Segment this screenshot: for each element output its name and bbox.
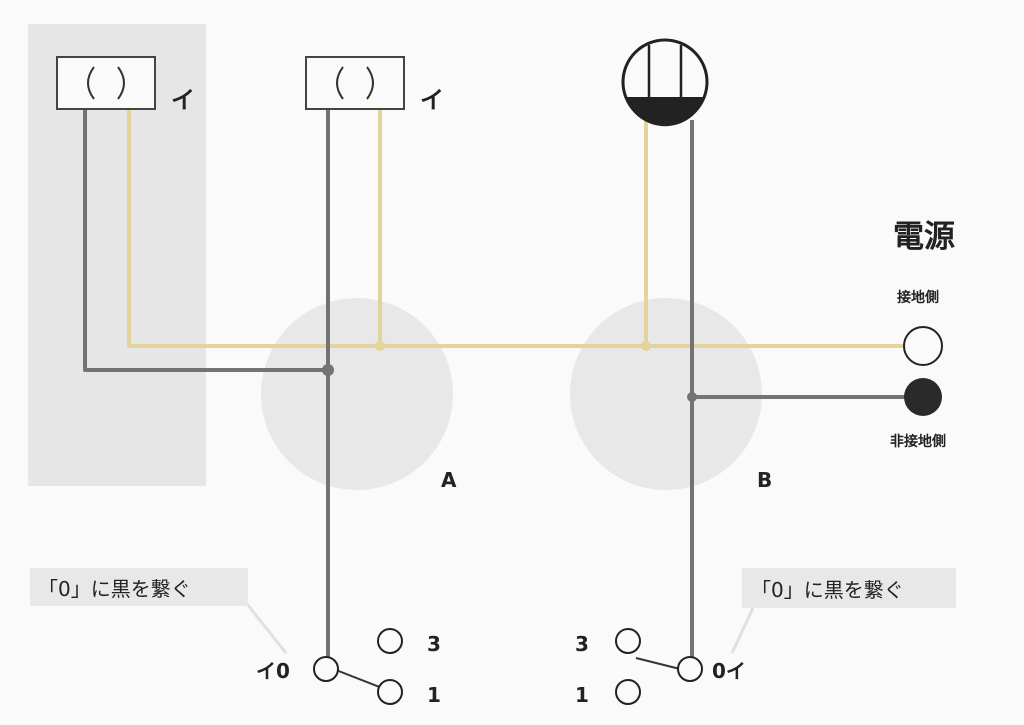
switch-left-common-label: イ0 [256,659,290,683]
power-title: 電源 [893,219,955,255]
black-wire-outlet1 [83,110,328,372]
connection-dot-b-white [641,341,651,351]
switch-left-terminal-1 [377,679,403,705]
lamp-icon [621,38,709,127]
outlet-2-label: イ [420,86,444,114]
junction-b-label: B [757,468,772,492]
grounded-side-label: 接地側 [897,289,939,306]
switch-left-terminal-3-label: 3 [427,632,441,656]
black-wires [83,110,905,657]
grounded-terminal [903,326,943,366]
connection-dot-a-white [375,341,385,351]
non-grounded-terminal [904,378,942,416]
non-grounded-side-label: 非接地側 [890,433,946,450]
outlet-1-label: イ [171,86,195,114]
note-right-pointer [730,607,755,654]
junction-box-a [261,298,453,490]
note-left-text: 「0」に黒を繋ぐ [38,577,191,601]
switch-right-terminal-3 [615,628,641,654]
outlet-1-icon [56,56,156,110]
switch-left-lever [335,669,383,689]
switch-right-common-terminal [677,656,703,682]
switch-left-terminal-3 [377,628,403,654]
junction-box-b [570,298,762,490]
outlet-2-icon [305,56,405,110]
switch-left-common-terminal [313,656,339,682]
switch-left-terminal-1-label: 1 [427,683,441,707]
note-left-box [30,568,248,606]
note-right-text: 「0」に黒を繋ぐ [751,578,904,602]
switch-left [313,628,403,705]
switch-right [615,628,703,705]
note-left-pointer [245,603,288,654]
switch-right-common-label: 0イ [712,659,746,683]
switch-right-terminal-1-label: 1 [575,683,589,707]
connection-dot-b-black [687,392,697,402]
switch-right-terminal-1 [615,679,641,705]
switch-right-terminal-3-label: 3 [575,632,589,656]
note-right-box [742,568,956,608]
connection-dot-a-black [322,364,334,376]
junction-a-label: A [441,468,457,492]
switch-right-lever [635,657,681,670]
